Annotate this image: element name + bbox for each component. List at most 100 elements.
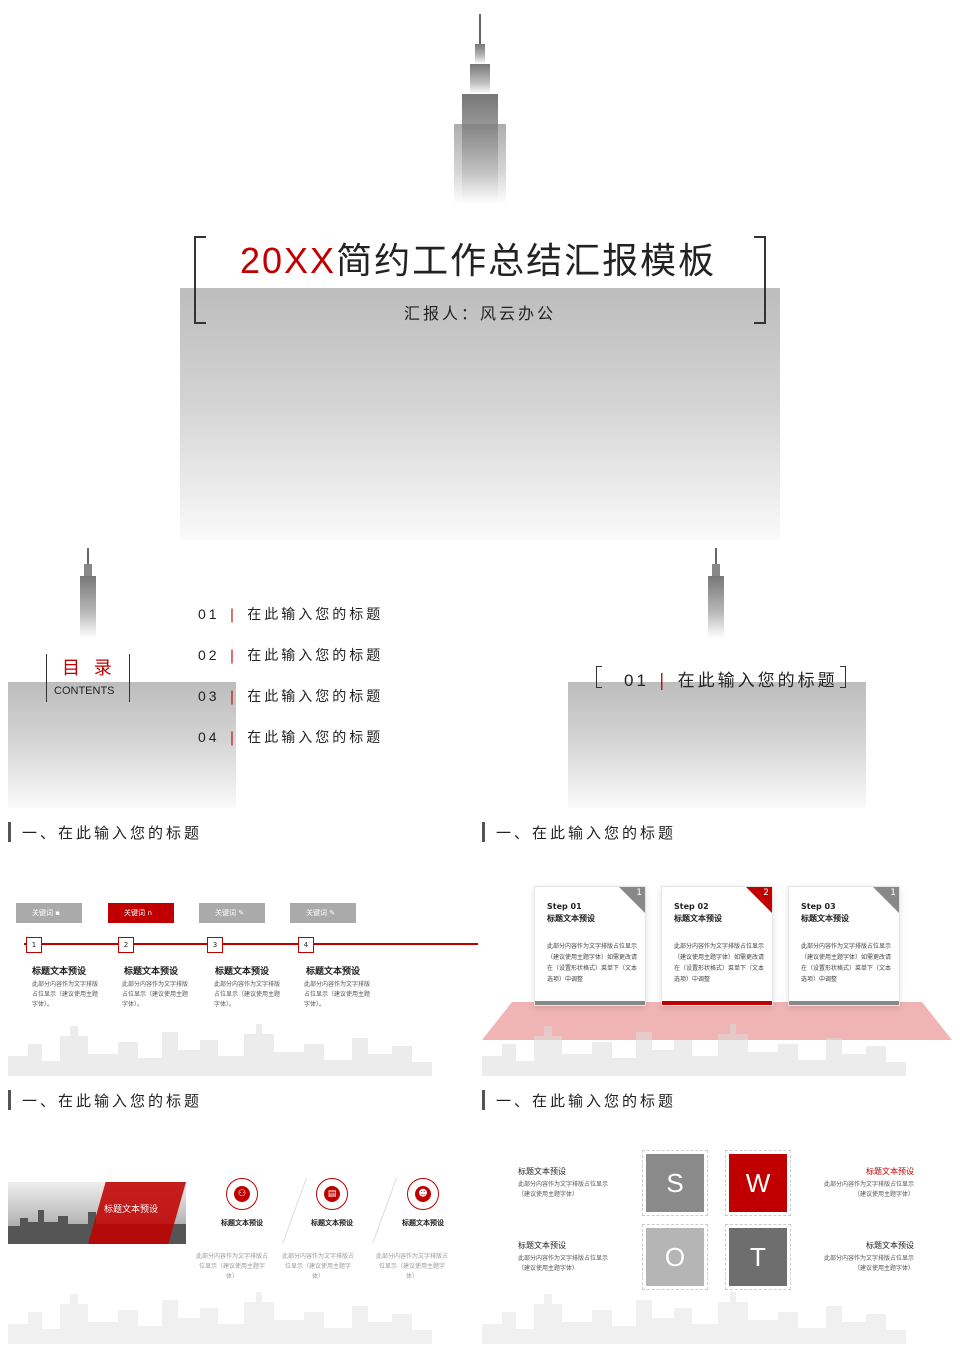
section-gray-panel — [568, 682, 866, 808]
left-bracket — [194, 236, 206, 324]
city-skyline-image — [8, 1024, 432, 1076]
toc-heading-box — [46, 654, 130, 702]
swot-o: O — [646, 1228, 704, 1286]
swot-cell: O — [642, 1224, 708, 1290]
toc-list: 01|在此输入您的标题 02|在此输入您的标题 03|在此输入您的标题 04|在… — [198, 604, 458, 768]
keyword-tag: 关键词 ✎ — [290, 903, 356, 923]
timeline-item-title: 标题文本预设 — [124, 967, 179, 977]
timeline-line — [24, 943, 478, 945]
icon-item-desc: 此部分内容作为文字排版占位显示（建议使用主题字体） — [196, 1253, 269, 1280]
title-year: 20XX — [240, 240, 337, 281]
toc-item[interactable]: 01|在此输入您的标题 — [198, 606, 384, 623]
swot-right-top-title: 标题文本预设 — [866, 1167, 914, 1176]
icon-badge: ☻ — [407, 1178, 439, 1210]
step-label: Step 03 — [801, 902, 836, 911]
icon-badge: ▤ — [316, 1178, 348, 1210]
photo-red-banner — [88, 1182, 186, 1244]
timeline-slide: 一、在此输入您的标题 关键词 ▪ 1 标题文本预设 此部分内容作为文字排版占位显… — [8, 812, 478, 1076]
city-skyline-image — [482, 1292, 906, 1344]
right-bracket — [754, 236, 766, 324]
timeline-item-title: 标题文本预设 — [306, 967, 361, 977]
swot-t: T — [729, 1228, 787, 1286]
timeline-node: 4 — [298, 937, 314, 953]
icon-item-title: 标题文本预设 — [311, 1219, 353, 1227]
skyscraper-image — [80, 548, 96, 638]
slide-title: 一、在此输入您的标题 — [496, 1092, 677, 1110]
city-skyline-image — [8, 1292, 432, 1344]
step-desc: 此部分内容作为文字排版占位显示（建议使用主题字体）如需更改请在（设置形状格式）菜… — [801, 943, 892, 983]
cover-gray-panel — [180, 288, 780, 540]
swot-cell: T — [725, 1224, 791, 1290]
step-title: 标题文本预设 — [801, 914, 849, 923]
city-photo: 标题文本预设 — [8, 1182, 186, 1244]
cover-reporter: 汇报人：风云办公 — [404, 304, 557, 323]
right-bracket — [840, 666, 846, 688]
photo-label: 标题文本预设 — [104, 1205, 159, 1215]
section-slide: 01|在此输入您的标题 — [482, 548, 952, 808]
step-title: 标题文本预设 — [547, 914, 595, 923]
icons-slide: 一、在此输入您的标题 标题文本预设 ⚇ 标题文本预设 此部分内容作为文字排版占位… — [8, 1080, 478, 1344]
toc-item[interactable]: 03|在此输入您的标题 — [198, 688, 384, 705]
toc-gray-panel — [8, 682, 236, 808]
title-bar — [482, 1090, 485, 1110]
step-desc: 此部分内容作为文字排版占位显示（建议使用主题字体）如需更改请在（设置形状格式）菜… — [674, 943, 765, 983]
step-label: Step 02 — [674, 902, 709, 911]
timeline-node: 1 — [26, 937, 42, 953]
cover-title: 20XX简约工作总结汇报模板 — [240, 236, 730, 286]
skyscraper-image — [454, 14, 506, 204]
swot-right-bottom-title: 标题文本预设 — [866, 1241, 914, 1250]
toc-item[interactable]: 04|在此输入您的标题 — [198, 729, 384, 746]
slide-title: 一、在此输入您的标题 — [22, 1092, 203, 1110]
timeline-node: 3 — [207, 937, 223, 953]
step-label: Step 01 — [547, 902, 582, 911]
swot-w: W — [729, 1154, 787, 1212]
swot-left-bottom-title: 标题文本预设 — [518, 1241, 566, 1250]
icon-item-desc: 此部分内容作为文字排版占位显示（建议使用主题字体） — [282, 1253, 355, 1280]
swot-slide: 一、在此输入您的标题 标题文本预设 此部分内容作为文字排版占位显示（建议使用主题… — [482, 1080, 952, 1344]
skyscraper-image — [708, 548, 724, 638]
left-bracket — [596, 666, 602, 688]
icon-item-title: 标题文本预设 — [221, 1219, 263, 1227]
keyword-tag: 关键词 ✎ — [199, 903, 265, 923]
swot-cell: W — [725, 1150, 791, 1216]
toc-heading-en: CONTENTS — [54, 685, 115, 697]
keyword-tag: 关键词 ∩ — [108, 903, 174, 923]
toc-item[interactable]: 02|在此输入您的标题 — [198, 647, 384, 664]
swot-left-bottom-desc: 此部分内容作为文字排版占位显示（建议使用主题字体） — [518, 1255, 609, 1272]
timeline-item-title: 标题文本预设 — [215, 967, 270, 977]
user-icon: ☻ — [415, 1186, 431, 1202]
city-skyline-image — [482, 1024, 906, 1076]
icon-item-title: 标题文本预设 — [402, 1219, 444, 1227]
toc-heading: 目 录 — [62, 658, 116, 679]
timeline-item-title: 标题文本预设 — [32, 967, 87, 977]
contact-card-icon: ▤ — [324, 1186, 340, 1202]
slash-divider — [372, 1177, 397, 1245]
step-desc: 此部分内容作为文字排版占位显示（建议使用主题字体）如需更改请在（设置形状格式）菜… — [547, 943, 638, 983]
timeline-item-desc: 此部分内容作为文字排版占位显示（建议使用主题字体）。 — [32, 981, 99, 1008]
step-title: 标题文本预设 — [674, 914, 722, 923]
keyword-tag: 关键词 ▪ — [16, 903, 82, 923]
toc-slide: 目 录 CONTENTS 01|在此输入您的标题 02|在此输入您的标题 03|… — [8, 548, 478, 808]
slide-title: 一、在此输入您的标题 — [22, 824, 203, 842]
timeline-item-desc: 此部分内容作为文字排版占位显示（建议使用主题字体）。 — [214, 981, 281, 1008]
timeline-node: 2 — [118, 937, 134, 953]
cover-slide: 20XX简约工作总结汇报模板 汇报人：风云办公 — [0, 0, 960, 540]
swot-left-top-title: 标题文本预设 — [518, 1167, 566, 1176]
section-title: 01|在此输入您的标题 — [624, 671, 838, 691]
title-bar — [8, 1090, 11, 1110]
red-floor-shape — [482, 1002, 952, 1040]
swot-cell: S — [642, 1150, 708, 1216]
title-bar — [482, 822, 485, 842]
org-chart-icon: ⚇ — [234, 1186, 250, 1202]
slash-divider — [282, 1177, 307, 1245]
timeline-item-desc: 此部分内容作为文字排版占位显示（建议使用主题字体）。 — [122, 981, 189, 1008]
swot-right-bottom-desc: 此部分内容作为文字排版占位显示（建议使用主题字体） — [823, 1255, 914, 1272]
slide-title: 一、在此输入您的标题 — [496, 824, 677, 842]
swot-left-top-desc: 此部分内容作为文字排版占位显示（建议使用主题字体） — [518, 1181, 609, 1198]
swot-s: S — [646, 1154, 704, 1212]
swot-right-top-desc: 此部分内容作为文字排版占位显示（建议使用主题字体） — [823, 1181, 914, 1198]
